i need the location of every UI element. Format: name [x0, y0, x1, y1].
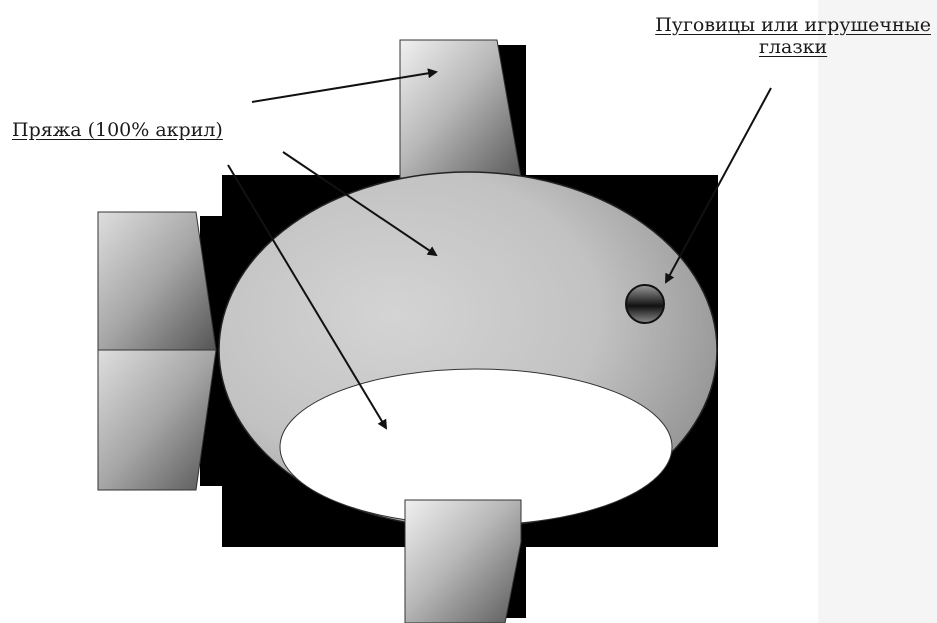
buttons-label-line1: Пуговицы или игрушечные	[655, 14, 931, 36]
bottom-flap	[405, 500, 521, 623]
left-flap-lower	[98, 350, 216, 490]
button-eye	[626, 285, 664, 323]
yarn-label: Пряжа (100% акрил)	[12, 119, 223, 141]
buttons-label-line2: глазки	[655, 36, 931, 58]
buttons-label: Пуговицы или игрушечные глазки	[655, 14, 931, 58]
left-flap-upper	[98, 212, 216, 350]
